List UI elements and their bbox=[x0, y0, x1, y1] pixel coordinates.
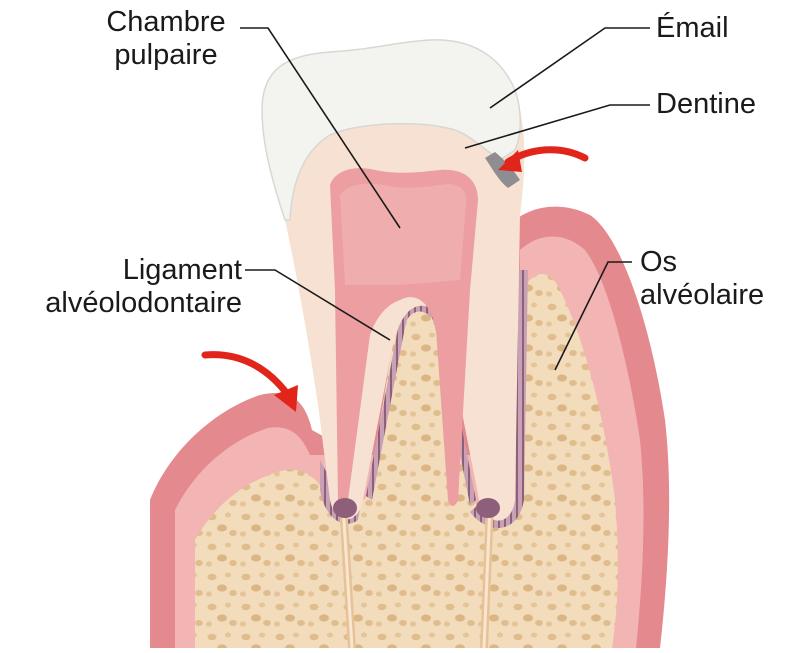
label-email-text: Émail bbox=[656, 12, 729, 45]
label-ligament: Ligament alvéolodontaire bbox=[10, 254, 242, 320]
label-dentine: Dentine bbox=[656, 88, 756, 121]
label-dentine-text: Dentine bbox=[656, 88, 756, 121]
apex-right bbox=[476, 498, 500, 518]
label-email: Émail bbox=[656, 12, 729, 45]
label-os-alveolaire: Os alvéolaire bbox=[640, 246, 764, 312]
label-ligament-line1: Ligament bbox=[10, 254, 242, 287]
arrow-gum bbox=[205, 355, 288, 395]
label-chambre-pulpaire: Chambre pulpaire bbox=[98, 6, 234, 72]
apex-left bbox=[333, 498, 357, 518]
label-chambre-pulpaire-line1: Chambre bbox=[98, 6, 234, 39]
label-os-line2: alvéolaire bbox=[640, 279, 764, 312]
pulp-highlight bbox=[340, 184, 466, 285]
label-chambre-pulpaire-line2: pulpaire bbox=[98, 39, 234, 72]
label-os-line1: Os bbox=[640, 246, 764, 279]
label-ligament-line2: alvéolodontaire bbox=[10, 287, 242, 320]
